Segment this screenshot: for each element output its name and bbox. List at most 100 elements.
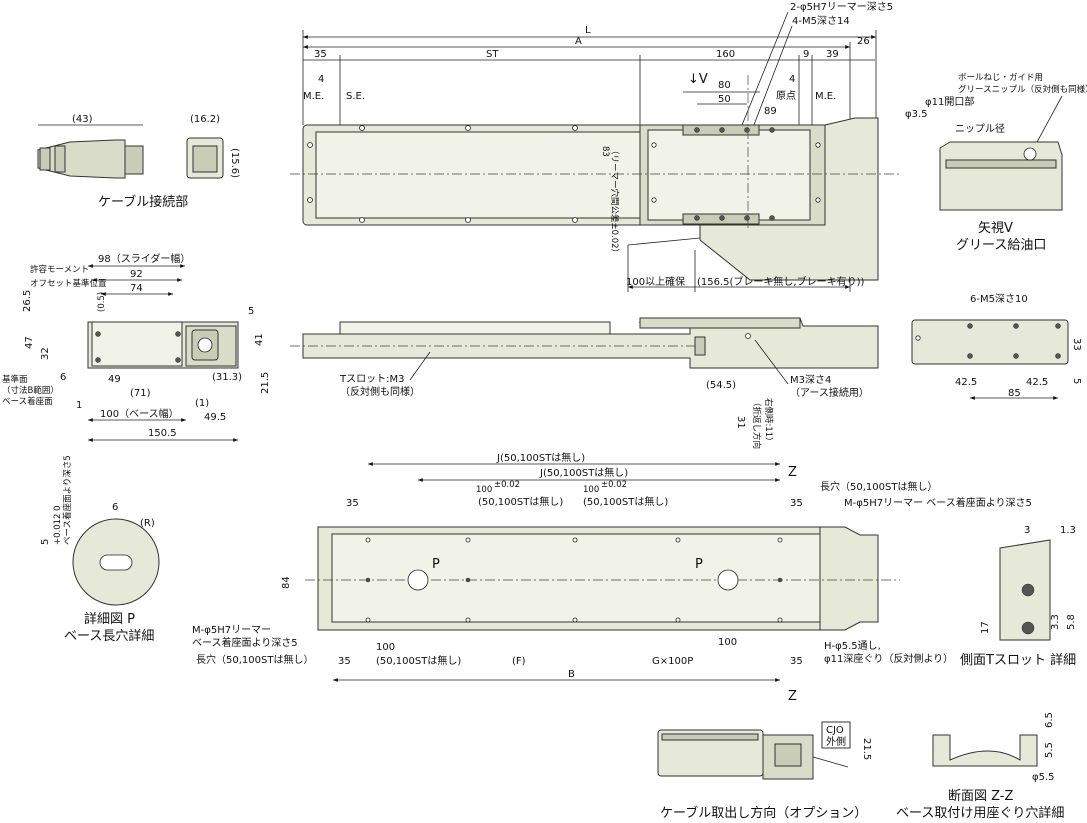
label-m-reamer3: ベース着座面より深さ5 xyxy=(192,636,298,649)
dim-47: 47 xyxy=(24,336,35,349)
label-m3: M3深さ4 xyxy=(790,374,831,386)
dim-160: 160 xyxy=(716,49,735,60)
label-ball-note: ボールねじ・ガイド用 xyxy=(958,72,1043,83)
label-ball-note2: グリースニップル（反対側も同様） xyxy=(958,84,1087,95)
label-m5-top: 4-M5深さ14 xyxy=(792,15,850,27)
dim-33: 33 xyxy=(1071,338,1082,351)
dim-1: 1 xyxy=(76,400,82,411)
dim-85: 85 xyxy=(1008,388,1021,399)
dim-05: (0.5) xyxy=(97,292,107,312)
dim-ST: ST xyxy=(486,49,499,60)
caption-zz2: ベース取付け用座ぐり穴詳細 xyxy=(896,805,1064,821)
zz-65: 6.5 xyxy=(1044,712,1055,728)
label-p2: P xyxy=(695,557,703,572)
detail-p-note: ベース着座面より深さ5 xyxy=(62,455,73,545)
detail-p-tol: +0.012 0 xyxy=(53,505,63,545)
dim-b: B xyxy=(568,669,575,680)
label-m3b: （アース接続用） xyxy=(790,386,869,399)
label-base-face: ベース着座面 xyxy=(2,396,53,407)
label-p1: P xyxy=(432,557,440,572)
label-genten: 原点 xyxy=(776,90,796,102)
dim-35d: 35 xyxy=(338,656,351,667)
cable-connection-view: (43) (16.2) (15.6) ケーブル接続部 xyxy=(37,114,240,210)
dim-h100a: 100 xyxy=(476,485,492,495)
dim-35c: 35 xyxy=(790,498,803,509)
label-cjo: CJO xyxy=(826,725,844,736)
detail-p-r: (R) xyxy=(140,518,155,529)
tslot-58: 5.8 xyxy=(1066,614,1077,630)
label-m5-side: 6-M5深さ10 xyxy=(970,293,1028,305)
label-offset: オフセット基準位置 xyxy=(30,278,107,289)
dim-35e: 35 xyxy=(790,656,803,667)
label-nagaana: 長穴（50,100STは無し） xyxy=(196,653,313,666)
label-se: S.E. xyxy=(346,91,365,102)
dim-50: 50 xyxy=(718,94,731,105)
label-me2: M.E. xyxy=(815,91,836,102)
caption-zz1: 断面図 Z-Z xyxy=(948,789,1014,804)
dim-84: 84 xyxy=(281,576,292,589)
dim-j1: J(50,100STは無し) xyxy=(496,451,585,464)
label-nagaana2: 長穴（50,100STは無し） xyxy=(820,480,937,493)
tslot-detail-view: 3 1.3 17 3.3 5.8 側面Tスロット 詳細 xyxy=(960,525,1077,668)
dim-h100a-tol: ±0.02 xyxy=(494,480,520,490)
dim-98: 98（スライダー幅） xyxy=(98,252,190,265)
arrow-v-view: ボールねじ・ガイド用 グリースニップル（反対側も同様） φ3.5 φ11開口部 … xyxy=(905,72,1087,253)
label-kijun2: （寸法B範囲） xyxy=(2,385,59,396)
dim-215b: 21.5 xyxy=(861,738,872,760)
dim-100c: 100 xyxy=(376,642,395,653)
label-reamer-top: 2-φ5H7リーマー深さ5 xyxy=(790,1,893,13)
arrow-v: ↓V xyxy=(688,72,708,87)
caption-cable-out: ケーブル取出し方向（オプション） xyxy=(660,805,867,821)
dim-6: 6 xyxy=(60,372,66,383)
dim-215: 21.5 xyxy=(260,372,271,394)
dim-425b: 42.5 xyxy=(1026,377,1048,388)
slider-side-view: 6-M5深さ10 42.5 42.5 85 33 5 xyxy=(911,293,1082,400)
caption-detailp1: 詳細図 P xyxy=(84,611,135,627)
label-h55: H-φ5.5通し, xyxy=(824,640,881,652)
dim-100-base: 100（ベース幅） xyxy=(100,407,179,420)
dim-h100b-note: (50,100STは無し) xyxy=(583,495,668,508)
dim-49: 49 xyxy=(108,374,121,385)
dim-f: (F) xyxy=(512,656,526,667)
dim-35b: 35 xyxy=(346,498,359,509)
zz-section-view: 6.5 5.5 φ5.5 断面図 Z-Z ベース取付け用座ぐり穴詳細 xyxy=(896,712,1064,821)
label-cjo2: 外側 xyxy=(826,735,846,748)
dim-92: 92 xyxy=(130,269,143,280)
dim-39: 39 xyxy=(826,49,839,60)
caption-arrowv1: 矢視V xyxy=(978,221,1013,236)
tslot-33: 3.3 xyxy=(1050,614,1061,630)
label-m-reamer2: M-φ5H7リーマー xyxy=(192,625,271,636)
dim-h100b: 100 xyxy=(583,485,599,495)
label-nipple: ニップル径 xyxy=(955,122,1005,135)
caption-arrowv2: グリース給油口 xyxy=(956,238,1046,253)
caption-detailp2: ベース長穴詳細 xyxy=(64,628,154,644)
dim-89: 89 xyxy=(764,106,777,117)
dim-545: (54.5) xyxy=(706,380,736,391)
dim-156: (156.5(ブレーキ無し,ブレーキ有り)) xyxy=(697,275,865,288)
dim-1b: (1) xyxy=(195,398,209,409)
caption-cable: ケーブル接続部 xyxy=(98,194,188,210)
cable-out-view: CJO 外側 21.5 ケーブル取出し方向（オプション） xyxy=(657,721,872,821)
label-h55b: φ11深座ぐり（反対側より） xyxy=(824,652,953,665)
dim-83: 83 xyxy=(600,146,610,157)
dim-425a: 42.5 xyxy=(955,377,977,388)
dim-41: 41 xyxy=(254,333,265,346)
zz-phi55: φ5.5 xyxy=(1032,772,1055,783)
tslot-3: 3 xyxy=(1024,525,1030,536)
label-tslot: Tスロット:M3 xyxy=(339,374,404,385)
label-kijun: 基準面 xyxy=(2,374,28,385)
dim-h100b-tol: ±0.02 xyxy=(601,480,627,490)
detail-p-6: 6 xyxy=(112,502,118,513)
dim-31: 31 xyxy=(735,416,746,429)
dim-A: A xyxy=(575,36,582,47)
dim-100d: 100 xyxy=(718,637,737,648)
detail-p-view: 6 (R) 5 +0.012 0 ベース着座面より深さ5 詳細図 P ベース長穴… xyxy=(40,455,160,644)
dim-5-end: 5 xyxy=(248,306,254,317)
label-z2: Z xyxy=(788,689,797,704)
dim-L: L xyxy=(585,25,591,36)
dim-495: 49.5 xyxy=(204,412,226,423)
dim-26: 26 xyxy=(857,36,870,47)
label-phi11: φ11開口部 xyxy=(925,95,974,108)
label-tslot2: （反対側も同様） xyxy=(340,385,420,398)
